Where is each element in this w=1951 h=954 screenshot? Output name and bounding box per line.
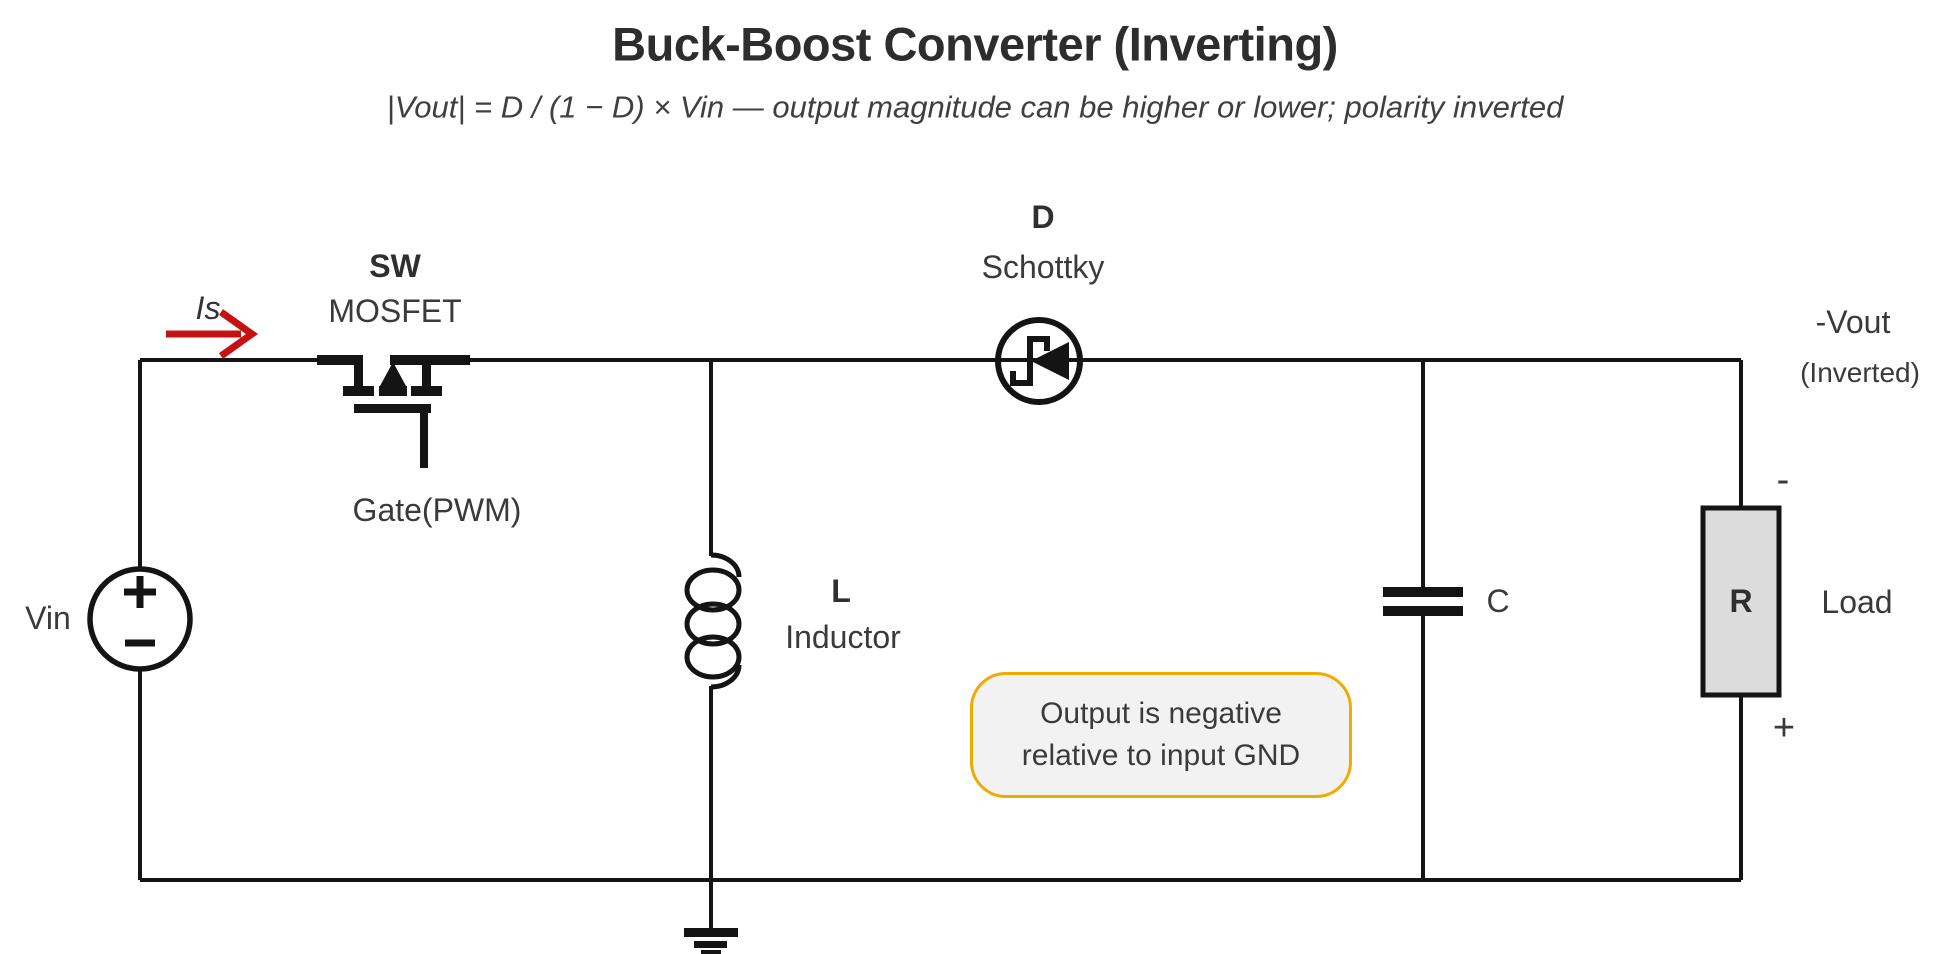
mosfet-body-pad bbox=[379, 386, 407, 396]
schottky-cathode-bar bbox=[1010, 336, 1050, 386]
capacitor-designator: C bbox=[1486, 583, 1510, 619]
diode-type-label: Schottky bbox=[981, 249, 1105, 285]
inductor-loop-1 bbox=[684, 567, 742, 613]
note-bubble: Output is negative relative to input GND bbox=[970, 672, 1352, 798]
switch-current-label: Is bbox=[195, 290, 221, 326]
mosfet-drain-leg bbox=[354, 360, 363, 388]
capacitor-plate-bottom bbox=[1383, 606, 1463, 616]
mosfet-drain-pad bbox=[343, 386, 374, 396]
ground-bar-3 bbox=[701, 950, 721, 954]
gate-pwm-label: Gate(PWM) bbox=[352, 492, 522, 528]
load-plus-terminal: + bbox=[1772, 707, 1796, 749]
note-line-2: relative to input GND bbox=[1021, 739, 1301, 772]
mosfet-gate-lead bbox=[420, 413, 428, 468]
output-inverted-label: (Inverted) bbox=[1800, 357, 1920, 388]
diode-circle bbox=[995, 317, 1083, 405]
page-title: Buck-Boost Converter (Inverting) bbox=[612, 17, 1338, 71]
switch-designator: SW bbox=[369, 248, 421, 284]
load-minus-terminal: - bbox=[1776, 459, 1790, 501]
inductor-type-label: Inductor bbox=[785, 619, 901, 655]
ground-bar-1 bbox=[684, 928, 738, 937]
current-arrow-head bbox=[218, 309, 259, 359]
inductor-loop-2 bbox=[684, 601, 742, 647]
mosfet-source-pad bbox=[411, 386, 442, 396]
load-designator: R bbox=[1729, 583, 1753, 619]
diode-arrow bbox=[1031, 342, 1069, 380]
load-label: Load bbox=[1821, 584, 1893, 620]
capacitor-plate-top bbox=[1383, 587, 1463, 597]
switch-type-label: MOSFET bbox=[328, 293, 462, 329]
mosfet-source-leg bbox=[422, 360, 431, 388]
note-line-1: Output is negative bbox=[1040, 697, 1282, 730]
source-polarity-marks bbox=[124, 576, 156, 647]
current-arrow-icon bbox=[166, 309, 259, 359]
inductor-coil-exit bbox=[710, 664, 742, 690]
inductor-loop-3 bbox=[684, 634, 742, 680]
ground-bar-2 bbox=[694, 941, 727, 948]
inductor-designator: L bbox=[831, 573, 851, 609]
diode-designator: D bbox=[1031, 199, 1055, 235]
output-voltage-label: -Vout bbox=[1815, 304, 1891, 340]
mosfet-source-bar bbox=[390, 355, 470, 365]
load-resistor-body bbox=[1700, 505, 1782, 698]
mosfet-body-diode-arrow bbox=[380, 362, 406, 386]
mosfet-symbol bbox=[317, 355, 470, 468]
inductor-coil-entry bbox=[710, 552, 742, 578]
mosfet-drain-bar bbox=[317, 355, 363, 365]
source-label: Vin bbox=[25, 600, 71, 636]
ground-symbol bbox=[684, 928, 738, 954]
voltage-source-circle bbox=[87, 566, 193, 672]
page-subtitle: |Vout| = D / (1 − D) × Vin — output magn… bbox=[386, 89, 1564, 125]
plus-icon bbox=[124, 576, 156, 608]
mosfet-gate-bar bbox=[354, 404, 431, 413]
